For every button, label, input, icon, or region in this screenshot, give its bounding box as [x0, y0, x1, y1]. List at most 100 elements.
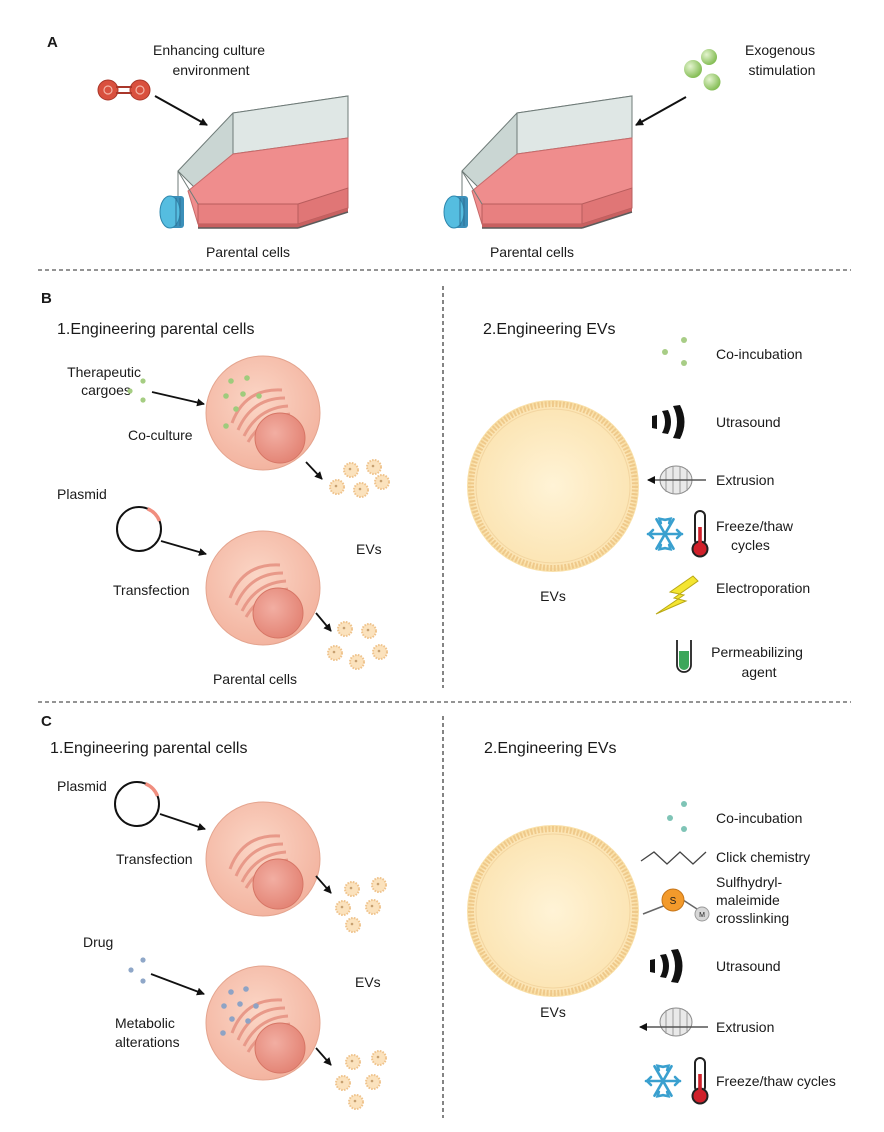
enhancing-culture-label: Enhancing culture environment	[153, 42, 269, 78]
ultrasound-icon-b	[652, 405, 685, 439]
flask-cap-left-icon	[159, 195, 185, 229]
metabolic-line1: Metabolic	[115, 1015, 175, 1031]
panel-c: C 1.Engineering parental cells 2.Enginee…	[41, 713, 836, 1118]
ultrasound-label-b: Utrasound	[716, 414, 781, 430]
freeze-thaw-label-b: Freeze/thaw cycles	[716, 518, 797, 553]
culture-arrow	[154, 95, 208, 126]
click-chemistry-icon	[640, 851, 707, 865]
cargo-dots-icon	[127, 378, 146, 403]
extrusion-icon-b	[647, 465, 706, 495]
coculture-ev-arrow	[305, 461, 323, 480]
secreted-evs-cluster-1	[329, 459, 390, 498]
permeabilizing-line1: Permeabilizing	[711, 644, 803, 660]
snowflake-icon-b	[646, 517, 684, 551]
metabolic-alterations-label: Metabolic alterations	[115, 1015, 180, 1050]
panel-a: A Enhancing culture environment Exogenou…	[47, 34, 819, 260]
thermometer-icon-b	[691, 510, 709, 558]
therapeutic-cargoes-label: Therapeutic cargoes	[67, 364, 145, 398]
stimulation-arrow	[635, 96, 687, 126]
transfection-label-c: Transfection	[116, 851, 193, 867]
parental-cell-transfection-c	[205, 801, 321, 917]
transfection-ev-arrow-b	[315, 612, 332, 632]
cargo-arrow	[151, 391, 205, 407]
secreted-evs-cluster-2	[327, 621, 388, 670]
plasmid-arrow-c	[159, 813, 206, 831]
s-glyph: S	[670, 896, 677, 907]
coincubation-icon-b	[662, 337, 687, 366]
plasmid-label-b: Plasmid	[57, 486, 107, 502]
freeze-line2: cycles	[731, 537, 770, 553]
coincubation-icon-c	[667, 801, 687, 832]
flask-cap-right-icon	[443, 195, 469, 229]
panel-a-letter: A	[47, 34, 58, 51]
exogenous-line1: Exogenous	[745, 42, 815, 58]
coculture-label: Co-culture	[128, 427, 193, 443]
enhancing-culture-line1: Enhancing culture	[153, 42, 265, 58]
drug-arrow	[150, 973, 205, 996]
extrusion-label-c: Extrusion	[716, 1019, 774, 1035]
click-chemistry-label: Click chemistry	[716, 849, 810, 865]
coincubation-label-b: Co-incubation	[716, 346, 802, 362]
parental-cells-caption-right: Parental cells	[490, 244, 574, 260]
culture-molecule-icon	[97, 79, 151, 101]
exogenous-line2: stimulation	[749, 62, 816, 78]
crosslinking-icon: S M	[642, 888, 710, 922]
plasmid-label-c: Plasmid	[57, 778, 107, 794]
parental-cell-coculture	[205, 355, 321, 471]
ev-vesicle-c	[467, 825, 639, 997]
freeze-thaw-label-c: Freeze/thaw cycles	[716, 1073, 836, 1089]
secreted-evs-cluster-4	[335, 1050, 387, 1110]
culture-flask-right	[461, 95, 633, 229]
metabolic-ev-arrow	[315, 1047, 332, 1066]
parental-cell-metabolic	[205, 965, 321, 1081]
ev-vesicle-b	[467, 400, 639, 572]
exogenous-stimulation-label: Exogenous stimulation	[745, 42, 819, 78]
enhancing-culture-line2: environment	[172, 62, 249, 78]
sulfhydryl-label: Sulfhydryl- maleimide crosslinking	[716, 874, 789, 926]
plasmid-icon-c	[114, 781, 160, 827]
drug-label: Drug	[83, 934, 113, 950]
evs-label-b-left: EVs	[356, 541, 382, 557]
thermometer-icon-c	[691, 1057, 709, 1105]
panel-c-left-title: 1.Engineering parental cells	[50, 740, 247, 757]
lightning-bolt-icon	[655, 575, 699, 615]
drug-dots-icon	[128, 957, 146, 984]
panel-c-right-title: 2.Engineering EVs	[484, 740, 617, 757]
panel-b-letter: B	[41, 290, 52, 307]
panel-b-right-title: 2.Engineering EVs	[483, 321, 616, 338]
stimulation-spheres-icon	[684, 49, 721, 91]
permeabilizing-label-b: Permeabilizing agent	[711, 644, 807, 680]
metabolic-line2: alterations	[115, 1034, 180, 1050]
test-tube-icon	[676, 640, 692, 673]
parental-cells-caption-left: Parental cells	[206, 244, 290, 260]
sulfhydryl-line2: maleimide	[716, 892, 780, 908]
panel-b: B 1.Engineering parental cells 2.Enginee…	[41, 286, 810, 688]
cargoes-line2: cargoes	[81, 382, 131, 398]
permeabilizing-line2: agent	[741, 664, 776, 680]
transfection-label-b: Transfection	[113, 582, 190, 598]
culture-flask-left	[177, 95, 349, 229]
extrusion-icon-c	[639, 1007, 708, 1037]
panel-c-letter: C	[41, 713, 52, 730]
ev-label-c: EVs	[540, 1004, 566, 1020]
ev-label-b: EVs	[540, 588, 566, 604]
freeze-line1: Freeze/thaw	[716, 518, 794, 534]
ultrasound-icon-c	[650, 949, 683, 983]
snowflake-icon-c	[644, 1064, 682, 1098]
m-glyph: M	[699, 912, 705, 919]
electroporation-label-b: Electroporation	[716, 580, 810, 596]
panel-b-left-title: 1.Engineering parental cells	[57, 321, 254, 338]
transfection-ev-arrow-c	[315, 875, 332, 894]
parental-cells-label-b: Parental cells	[213, 671, 297, 687]
parental-cell-transfection-b	[205, 530, 321, 646]
sulfhydryl-line1: Sulfhydryl-	[716, 874, 782, 890]
plasmid-arrow-b	[160, 540, 207, 556]
secreted-evs-cluster-3	[335, 877, 387, 933]
evs-label-c-left: EVs	[355, 974, 381, 990]
sulfhydryl-line3: crosslinking	[716, 910, 789, 926]
extrusion-label-b: Extrusion	[716, 472, 774, 488]
coincubation-label-c: Co-incubation	[716, 810, 802, 826]
plasmid-icon-b	[116, 506, 162, 552]
ultrasound-label-c: Utrasound	[716, 958, 781, 974]
